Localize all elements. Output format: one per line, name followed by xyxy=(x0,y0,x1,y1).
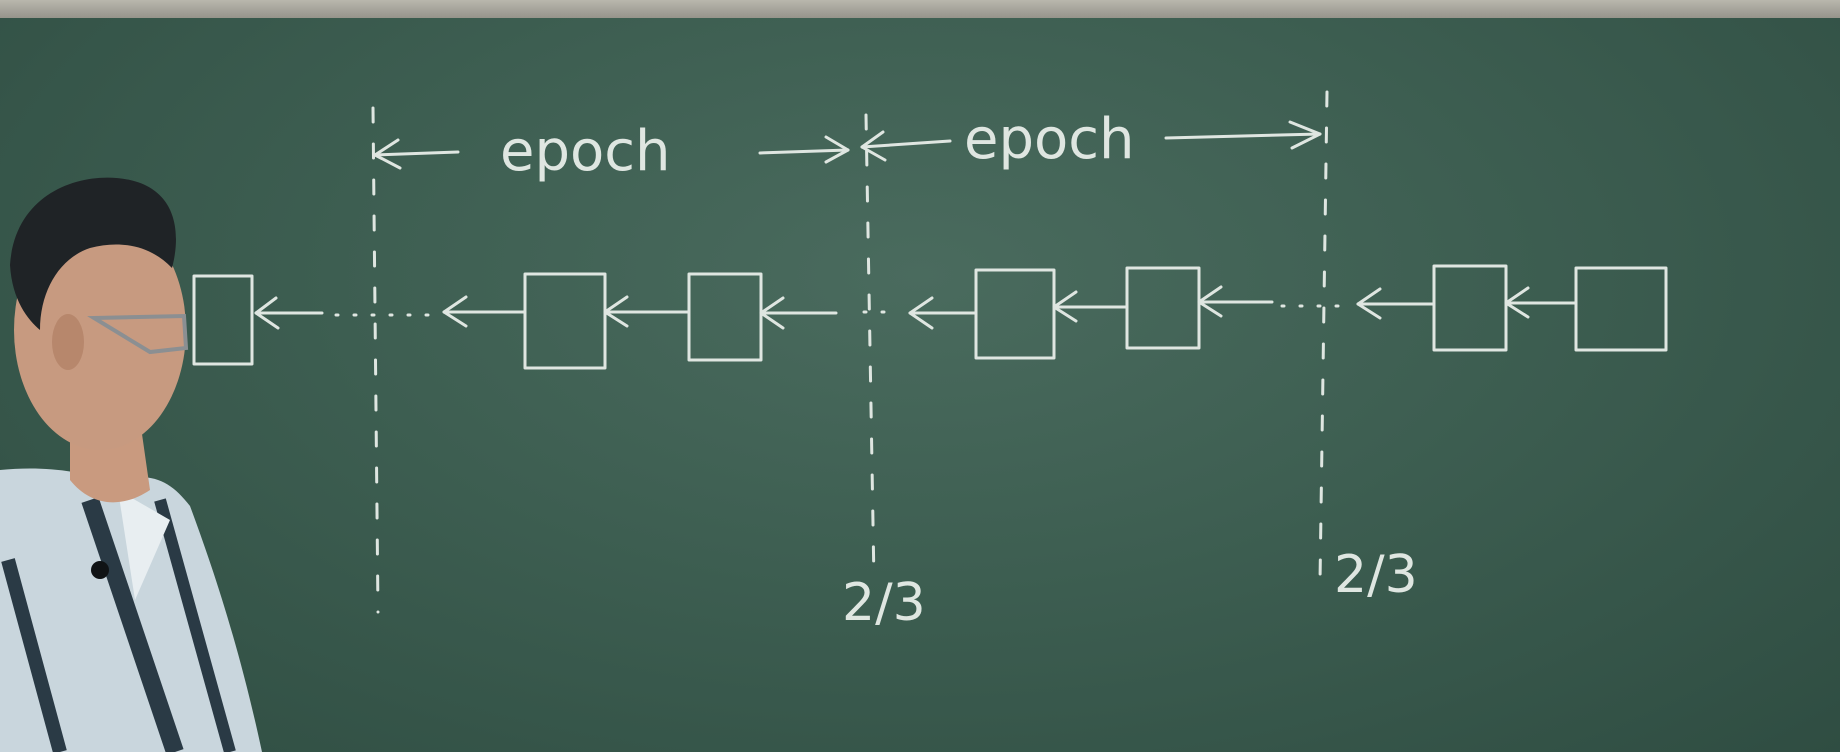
arrow-left-icon xyxy=(1504,286,1578,319)
fraction-label: 2/3 xyxy=(1334,545,1418,605)
epoch-span-arrow xyxy=(860,120,1322,162)
arrow-left-icon xyxy=(1197,285,1274,318)
block-icon xyxy=(974,268,1056,360)
board-frame xyxy=(0,0,1840,22)
arrow-left-icon xyxy=(1052,290,1129,323)
dashed-divider xyxy=(1318,90,1329,584)
arrow-left-icon xyxy=(1356,287,1436,320)
arrow-left-icon xyxy=(254,296,324,330)
block-icon xyxy=(1432,264,1508,352)
dotted-gap xyxy=(334,304,1352,317)
block-icon xyxy=(1574,266,1668,352)
lecturer xyxy=(0,177,262,752)
block-icon xyxy=(192,274,254,366)
arrow-left-icon xyxy=(603,295,691,328)
arrow-left-icon xyxy=(442,295,527,328)
block-icon xyxy=(1125,266,1201,350)
dashed-divider xyxy=(371,106,380,614)
epoch-span-arrow xyxy=(373,135,850,170)
arrow-left-icon xyxy=(908,296,978,330)
dashed-divider xyxy=(864,113,876,584)
chalkboard xyxy=(0,18,1840,752)
epoch-label: epoch xyxy=(964,107,1135,172)
arrow-left-icon xyxy=(759,296,838,330)
fraction-label: 2/3 xyxy=(842,573,926,633)
block-icon xyxy=(523,272,607,370)
block-icon xyxy=(687,272,763,362)
epoch-label: epoch xyxy=(500,119,671,184)
